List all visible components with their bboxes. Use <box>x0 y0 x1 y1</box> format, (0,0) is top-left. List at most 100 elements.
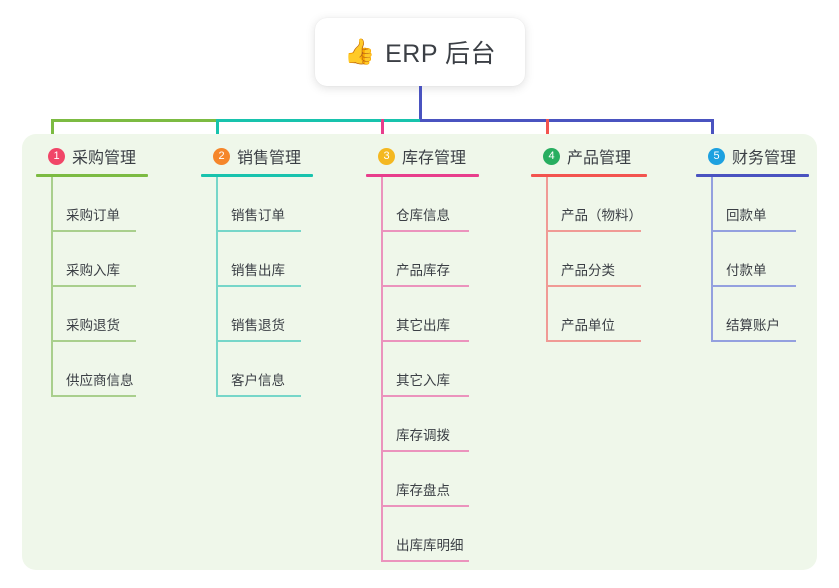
leaf-rule <box>51 340 136 342</box>
leaf-label: 销售退货 <box>231 318 285 333</box>
leaf-item[interactable]: 其它出库 <box>366 287 516 342</box>
leaf-rule <box>381 340 469 342</box>
leaf-rule <box>381 450 469 452</box>
branch-column-1: 1 采购管理采购订单采购入库采购退货供应商信息 <box>36 144 184 397</box>
leaf-label: 供应商信息 <box>66 373 134 388</box>
leaf-label: 仓库信息 <box>396 208 450 223</box>
leaf-item[interactable]: 付款单 <box>696 232 816 287</box>
branch-header-3[interactable]: 3 库存管理 <box>366 144 516 168</box>
branch-header-4[interactable]: 4 产品管理 <box>531 144 683 168</box>
branch-column-5: 5 财务管理回款单付款单结算账户 <box>696 144 816 342</box>
branch-items-4: 产品（物料） 产品分类产品单位 <box>531 177 683 342</box>
leaf-label: 销售订单 <box>231 208 285 223</box>
branch-trunk-3 <box>381 177 383 562</box>
branch-title-1: 采购管理 <box>72 150 137 167</box>
leaf-item[interactable]: 其它入库 <box>366 342 516 397</box>
leaf-label: 库存调拨 <box>396 428 450 443</box>
leaf-label: 产品分类 <box>561 263 615 278</box>
leaf-item[interactable]: 供应商信息 <box>36 342 184 397</box>
branch-trunk-5 <box>711 177 713 342</box>
branch-items-3: 仓库信息产品库存其它出库其它入库库存调拨库存盘点出库库明细 <box>366 177 516 562</box>
leaf-label: 产品（物料） <box>561 208 642 223</box>
branch-rule-3 <box>366 174 479 177</box>
leaf-rule <box>381 560 469 562</box>
leaf-label: 出库库明细 <box>396 538 464 553</box>
leaf-item[interactable]: 客户信息 <box>201 342 349 397</box>
leaf-rule <box>381 505 469 507</box>
leaf-item[interactable]: 销售退货 <box>201 287 349 342</box>
branch-trunk-1 <box>51 177 53 397</box>
leaf-label: 采购订单 <box>66 208 120 223</box>
leaf-rule <box>711 285 796 287</box>
leaf-item[interactable]: 产品分类 <box>531 232 683 287</box>
branch-badge-4: 4 <box>543 147 560 165</box>
leaf-item[interactable]: 采购退货 <box>36 287 184 342</box>
leaf-label: 其它出库 <box>396 318 450 333</box>
leaf-item[interactable]: 产品库存 <box>366 232 516 287</box>
leaf-item[interactable]: 产品（物料） <box>531 177 683 232</box>
branch-badge-3: 3 <box>378 147 395 165</box>
leaf-item[interactable]: 回款单 <box>696 177 816 232</box>
leaf-rule <box>546 230 641 232</box>
branches-panel <box>22 134 817 570</box>
leaf-item[interactable]: 销售出库 <box>201 232 349 287</box>
branch-title-5: 财务管理 <box>732 150 797 167</box>
leaf-label: 其它入库 <box>396 373 450 388</box>
leaf-item[interactable]: 销售订单 <box>201 177 349 232</box>
branch-trunk-4 <box>546 177 548 342</box>
branch-title-3: 库存管理 <box>402 150 467 167</box>
branch-items-5: 回款单付款单结算账户 <box>696 177 816 342</box>
leaf-rule <box>546 285 641 287</box>
leaf-rule <box>216 230 301 232</box>
leaf-item[interactable]: 库存盘点 <box>366 452 516 507</box>
root-node-title: ERP 后台 <box>385 40 497 68</box>
leaf-item[interactable]: 结算账户 <box>696 287 816 342</box>
branch-badge-5: 5 <box>708 147 725 165</box>
leaf-item[interactable]: 采购订单 <box>36 177 184 232</box>
root-node[interactable]: 👍 ERP 后台 <box>315 18 525 86</box>
bus-segment-3 <box>420 119 714 122</box>
leaf-item[interactable]: 仓库信息 <box>366 177 516 232</box>
leaf-label: 付款单 <box>726 263 767 278</box>
branch-items-2: 销售订单销售出库销售退货客户信息 <box>201 177 349 397</box>
leaf-rule <box>216 340 301 342</box>
leaf-rule <box>381 230 469 232</box>
branch-rule-2 <box>201 174 313 177</box>
leaf-rule <box>51 285 136 287</box>
leaf-label: 库存盘点 <box>396 483 450 498</box>
leaf-label: 客户信息 <box>231 373 285 388</box>
bus-segment-1 <box>51 119 219 122</box>
leaf-label: 产品库存 <box>396 263 450 278</box>
leaf-rule <box>216 285 301 287</box>
thumbs-up-icon: 👍 <box>343 37 376 66</box>
leaf-label: 销售出库 <box>231 263 285 278</box>
leaf-rule <box>51 395 136 397</box>
branch-title-2: 销售管理 <box>237 150 302 167</box>
branch-trunk-2 <box>216 177 218 397</box>
leaf-item[interactable]: 库存调拨 <box>366 397 516 452</box>
leaf-rule <box>216 395 301 397</box>
branch-title-4: 产品管理 <box>567 150 632 167</box>
branch-column-2: 2 销售管理销售订单销售出库销售退货客户信息 <box>201 144 349 397</box>
branch-badge-2: 2 <box>213 147 230 165</box>
leaf-item[interactable]: 出库库明细 <box>366 507 516 562</box>
branch-header-5[interactable]: 5 财务管理 <box>696 144 816 168</box>
leaf-label: 采购退货 <box>66 318 120 333</box>
leaf-item[interactable]: 产品单位 <box>531 287 683 342</box>
leaf-label: 回款单 <box>726 208 767 223</box>
branch-badge-1: 1 <box>48 147 65 165</box>
leaf-rule <box>546 340 641 342</box>
leaf-rule <box>381 395 469 397</box>
leaf-rule <box>51 230 136 232</box>
leaf-item[interactable]: 采购入库 <box>36 232 184 287</box>
branch-header-1[interactable]: 1 采购管理 <box>36 144 184 168</box>
branch-column-3: 3 库存管理仓库信息产品库存其它出库其它入库库存调拨库存盘点出库库明细 <box>366 144 516 562</box>
branch-items-1: 采购订单采购入库采购退货供应商信息 <box>36 177 184 397</box>
branch-rule-5 <box>696 174 809 177</box>
leaf-label: 产品单位 <box>561 318 615 333</box>
branch-header-2[interactable]: 2 销售管理 <box>201 144 349 168</box>
leaf-rule <box>711 230 796 232</box>
root-stem <box>419 86 422 121</box>
leaf-rule <box>711 340 796 342</box>
